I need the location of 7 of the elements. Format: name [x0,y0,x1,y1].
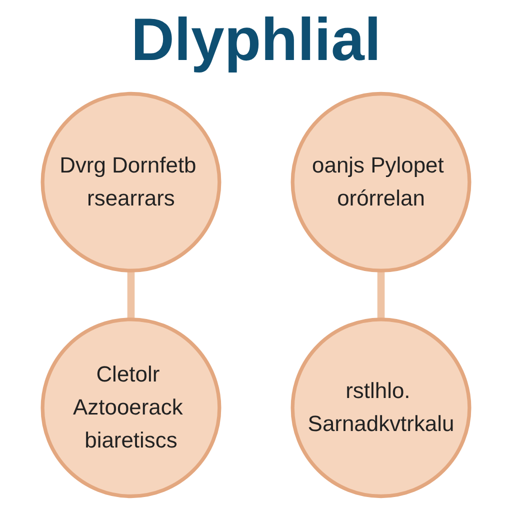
node-circle: Dvrg Dornfetb rsearrars [40,92,222,272]
connector [127,270,135,320]
node-circle: oanjs Pylopet orórrelan [290,92,472,272]
node-circle: rstlhlo. Sarnadkvtrkalu [290,318,472,498]
diagram-title: Dlyphlial [130,6,382,74]
node-circle: Cletolr Aztooerack biaretiscs [40,318,222,498]
connector [377,270,385,320]
